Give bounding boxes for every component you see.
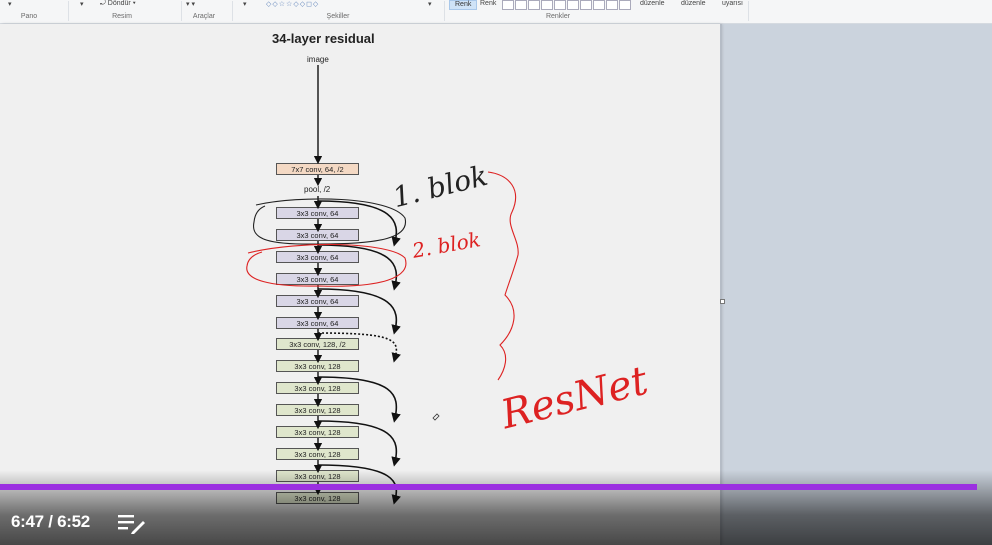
- color-swatch[interactable]: [502, 0, 514, 10]
- pool-label: pool, /2: [304, 185, 331, 194]
- color-swatch[interactable]: [619, 0, 631, 10]
- divider: [748, 1, 749, 21]
- color-swatch[interactable]: [593, 0, 605, 10]
- rotate-button[interactable]: ⤾ Döndür ▾: [100, 0, 136, 7]
- shapes-gallery-icon[interactable]: ◇◇☆☆◇◇◻◇: [266, 1, 320, 8]
- video-progress-bar[interactable]: [0, 484, 977, 490]
- color-swatch[interactable]: [515, 0, 527, 10]
- divider: [232, 1, 233, 21]
- rotate-icon: ⤾: [100, 0, 106, 7]
- edit-with-paint3d-button[interactable]: düzenle: [681, 0, 706, 7]
- dropdown-arrow-icon[interactable]: ▾: [428, 1, 432, 8]
- divider: [444, 1, 445, 21]
- divider: [68, 1, 69, 21]
- canvas-edge: [720, 24, 722, 545]
- color-swatch[interactable]: [567, 0, 579, 10]
- dropdown-arrow-icon[interactable]: ▾: [8, 1, 12, 8]
- color-swatch[interactable]: [541, 0, 553, 10]
- color1-button[interactable]: Renk: [449, 0, 478, 10]
- pencil-dot-icon: [432, 413, 440, 421]
- diagram-lines: [246, 65, 519, 505]
- tools-arrows-icon[interactable]: ▾ ▾: [186, 1, 195, 8]
- group-label-clipboard: Pano: [20, 13, 38, 20]
- playlist-edit-icon[interactable]: [116, 512, 146, 534]
- drawing-canvas[interactable]: [0, 24, 720, 545]
- red-brace-annotation: [487, 171, 519, 381]
- color-swatch[interactable]: [580, 0, 592, 10]
- edit-colors-button[interactable]: düzenle: [640, 0, 665, 7]
- group-label-image: Resim: [112, 13, 132, 20]
- group-label-tools: Araçlar: [192, 13, 216, 20]
- playback-time: 6:47 / 6:52: [11, 512, 90, 531]
- color-swatch[interactable]: [528, 0, 540, 10]
- player-controls-shade: [0, 470, 992, 545]
- divider: [181, 1, 182, 21]
- product-alert-button[interactable]: uyarısı: [722, 0, 744, 7]
- color-swatch[interactable]: [606, 0, 618, 10]
- black-circle-annotation: [252, 198, 407, 245]
- input-label: image: [307, 55, 329, 64]
- dropdown-arrow-icon[interactable]: ▾: [80, 1, 84, 8]
- color2-button[interactable]: Renk: [480, 0, 497, 7]
- dropdown-arrow-icon[interactable]: ▾: [243, 1, 247, 8]
- canvas-resize-handle[interactable]: [720, 299, 725, 304]
- group-label-colors: Renkler: [545, 13, 571, 20]
- color-swatch[interactable]: [554, 0, 566, 10]
- group-label-shapes: Şekiller: [326, 13, 350, 20]
- diagram-title: 34-layer residual: [272, 31, 375, 46]
- red-circle-annotation: [246, 243, 407, 287]
- paint-ribbon: ▾ ▾ ⤾ Döndür ▾ ▾ ▾ ▾ ◇◇☆☆◇◇◻◇ ▾ Renk Ren…: [0, 0, 992, 24]
